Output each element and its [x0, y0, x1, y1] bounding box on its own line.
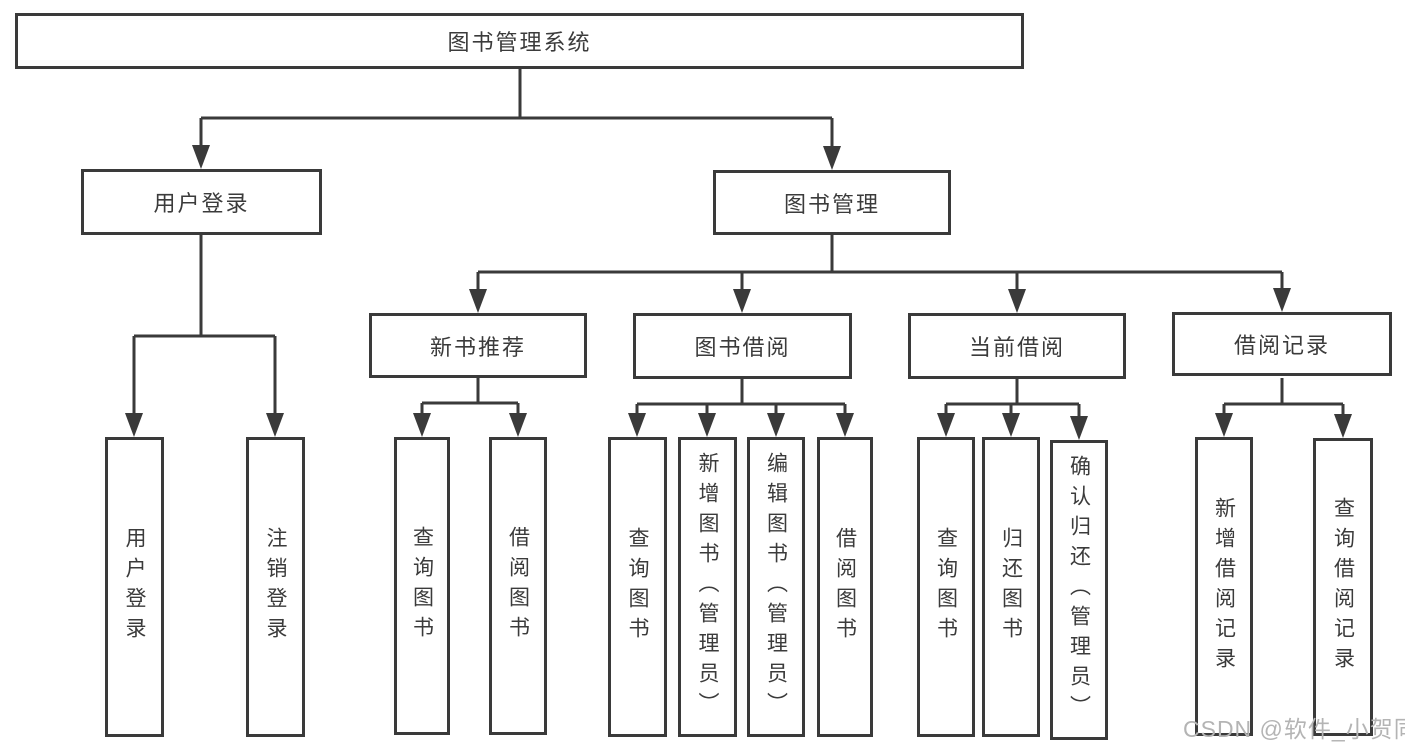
node-label: 归还图书 [999, 527, 1023, 647]
leaf-query-books-recommend: 查询图书 [394, 437, 450, 735]
node-label: 用户登录 [153, 191, 250, 216]
leaf-add-book-admin: 新增图书（管理员） [678, 437, 737, 737]
node-label: 查询借阅记录 [1331, 497, 1355, 677]
node-label: 编辑图书（管理员） [764, 452, 788, 722]
leaf-query-books-current: 查询图书 [917, 437, 975, 737]
leaf-query-borrow-record: 查询借阅记录 [1313, 438, 1373, 736]
node-borrow-records: 借阅记录 [1172, 312, 1392, 376]
node-label: 当前借阅 [968, 335, 1065, 360]
node-label: 借阅图书 [506, 526, 530, 646]
leaf-borrow-books-recommend: 借阅图书 [489, 437, 547, 735]
node-label: 新增图书（管理员） [696, 452, 720, 722]
node-label: 图书管理 [783, 191, 880, 217]
watermark: CSDN @软件_小贺同学 [1183, 716, 1405, 742]
leaf-borrow-books: 借阅图书 [817, 437, 873, 737]
node-book-management: 图书管理 [713, 170, 951, 235]
node-label: 查询图书 [934, 527, 958, 647]
node-label: 查询图书 [626, 527, 650, 647]
leaf-return-books: 归还图书 [982, 437, 1040, 737]
node-label: 新书推荐 [429, 334, 526, 360]
leaf-user-login: 用户登录 [105, 437, 164, 737]
leaf-confirm-return-admin: 确认归还（管理员） [1050, 440, 1108, 740]
leaf-query-books-borrow: 查询图书 [608, 437, 667, 737]
node-label: 图书借阅 [694, 335, 791, 360]
node-label: 借阅记录 [1233, 333, 1330, 358]
leaf-edit-book-admin: 编辑图书（管理员） [747, 437, 805, 737]
node-label: 注销登录 [264, 527, 288, 647]
node-root: 图书管理系统 [15, 13, 1024, 69]
node-label: 借阅图书 [833, 527, 857, 647]
leaf-add-borrow-record: 新增借阅记录 [1195, 437, 1253, 736]
node-label: 图书管理系统 [447, 30, 592, 55]
node-book-borrow: 图书借阅 [633, 313, 852, 379]
node-label: 用户登录 [123, 527, 147, 647]
node-new-book-recommend: 新书推荐 [369, 313, 587, 378]
node-label: 查询图书 [410, 526, 434, 646]
leaf-logout: 注销登录 [246, 437, 305, 737]
node-label: 新增借阅记录 [1212, 496, 1236, 677]
node-user-login-branch: 用户登录 [81, 169, 322, 235]
node-label: 确认归还（管理员） [1067, 455, 1091, 725]
node-current-borrow: 当前借阅 [908, 313, 1126, 379]
